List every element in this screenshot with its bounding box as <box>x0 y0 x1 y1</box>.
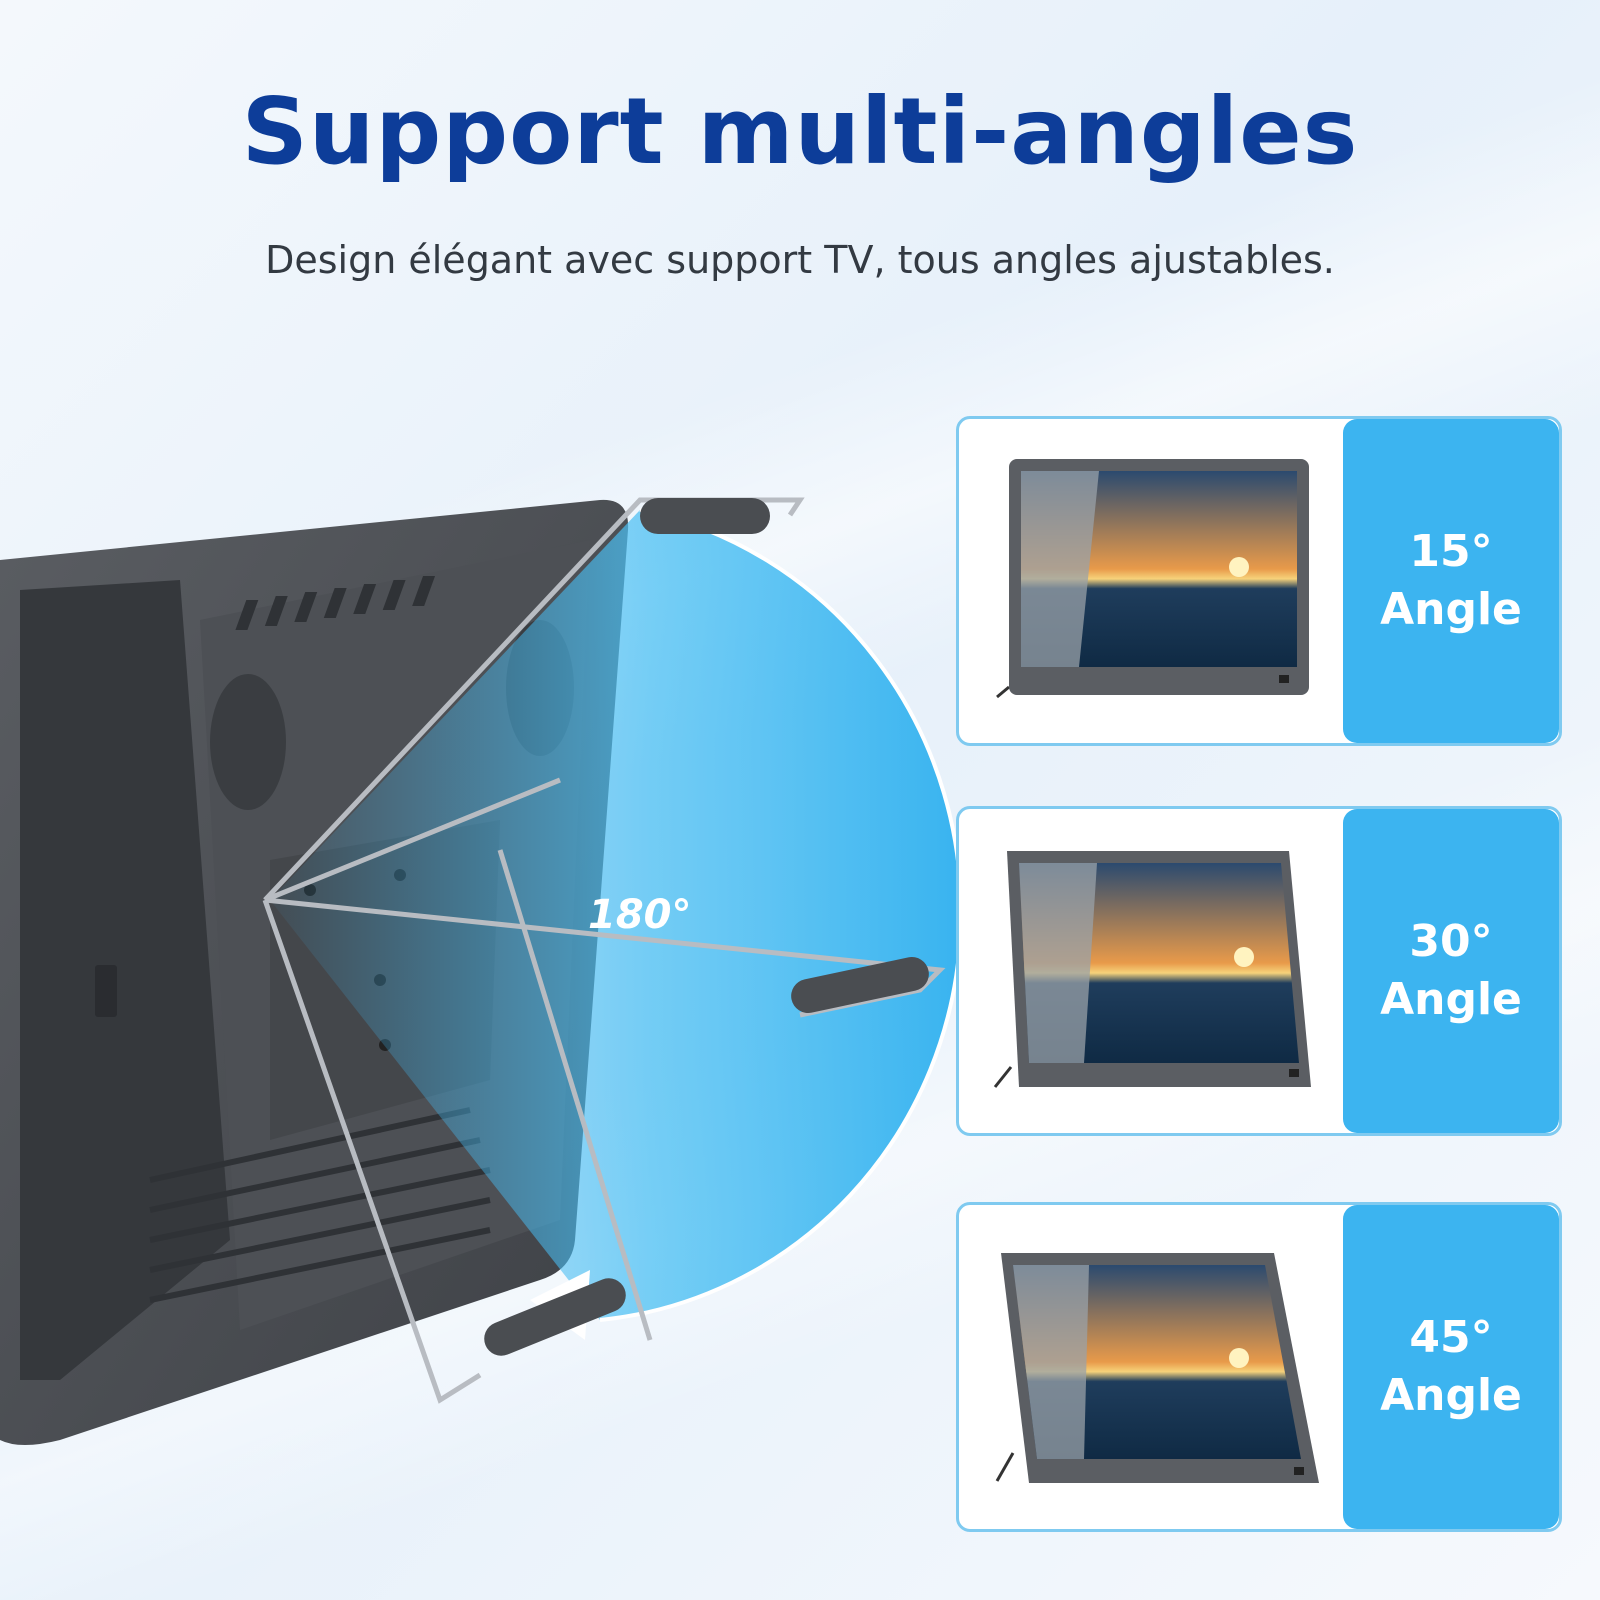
angle-degree: 15° <box>1409 526 1493 577</box>
angle-degree: 30° <box>1409 916 1493 967</box>
angle-card-45: 45° Angle <box>956 1202 1562 1532</box>
tv-thumbnail <box>995 1253 1319 1483</box>
rotation-arc <box>270 510 960 1320</box>
angle-panel: 15° Angle <box>1343 419 1559 743</box>
page-title: Support multi-angles <box>241 78 1359 185</box>
tv-back-illustration <box>0 497 960 1446</box>
angle-card-15: 15° Angle <box>956 416 1562 746</box>
angle-degree: 45° <box>1409 1312 1493 1363</box>
angle-panel: 30° Angle <box>1343 809 1559 1133</box>
rotation-label: 180° <box>588 892 692 938</box>
angle-label: Angle <box>1380 1370 1522 1421</box>
angle-panel: 45° Angle <box>1343 1205 1559 1529</box>
angle-label: Angle <box>1380 974 1522 1025</box>
tv-thumbnail <box>993 851 1311 1088</box>
page-subtitle: Design élégant avec support TV, tous ang… <box>265 238 1335 282</box>
angle-card-30: 30° Angle <box>956 806 1562 1136</box>
angle-label: Angle <box>1380 584 1522 635</box>
tv-thumbnail <box>996 459 1309 699</box>
